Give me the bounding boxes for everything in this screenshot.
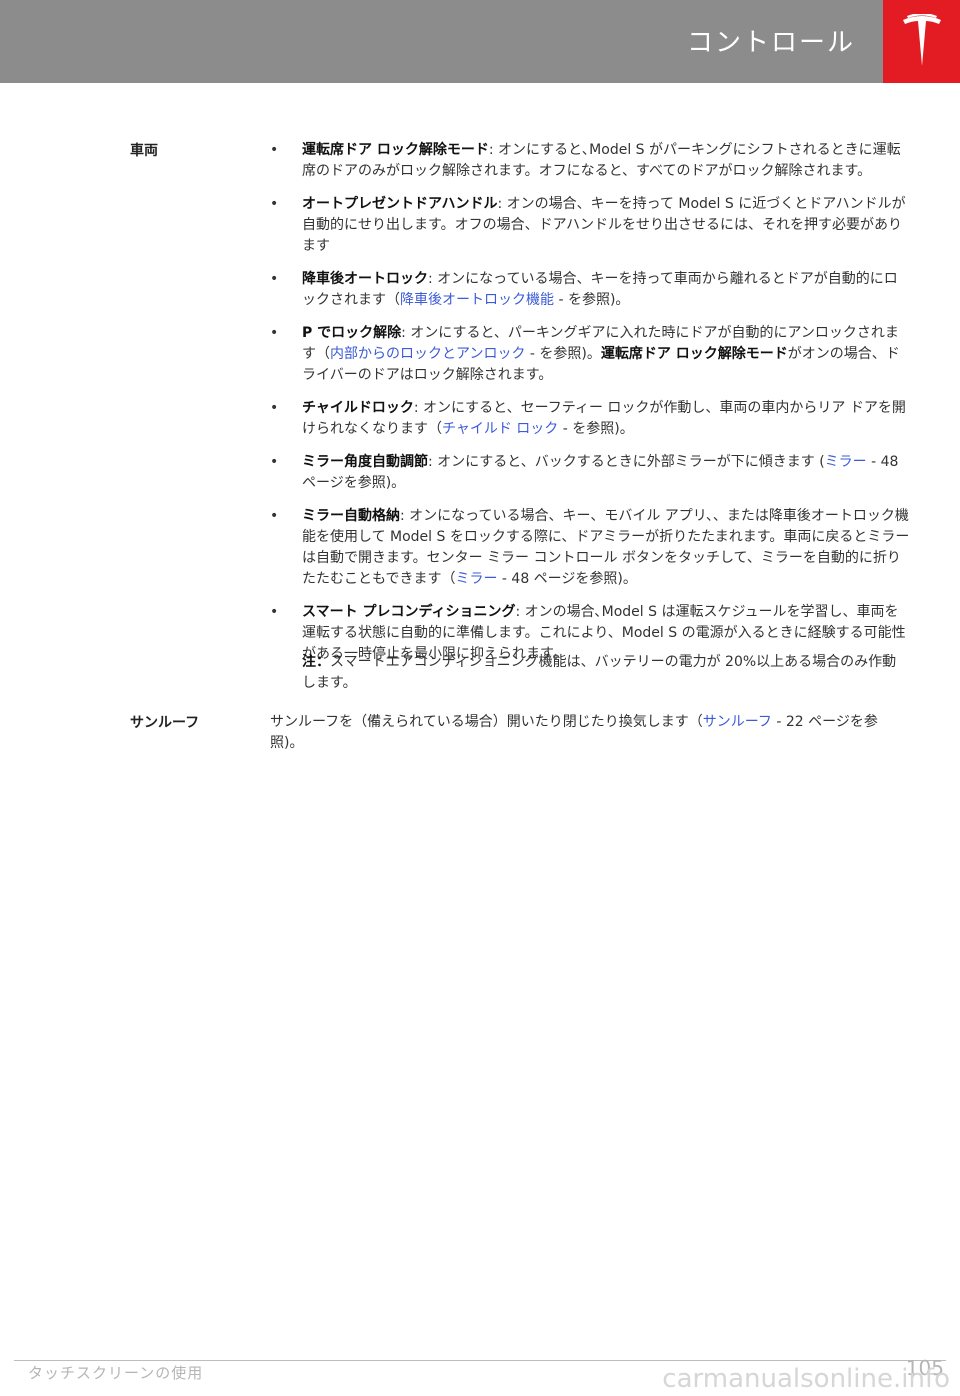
footer-section-name: タッチスクリーンの使用 bbox=[28, 1364, 204, 1382]
watermark: carmanualsonline.info bbox=[662, 1364, 950, 1394]
link-auto-lock[interactable]: 降車後オートロック機能 bbox=[400, 292, 554, 308]
list-item: • チャイルドロック: オンにすると、セーフティー ロックが作動し、車両の車内か… bbox=[270, 400, 906, 437]
footer-divider bbox=[14, 1360, 946, 1361]
list-item: • スマート プレコンディショニング: オンの場合､Model S は運転スケジ… bbox=[270, 604, 906, 662]
page-number: 105 bbox=[905, 1356, 944, 1380]
section-label-sunroof: サンルーフ bbox=[130, 715, 200, 731]
list-item: • P でロック解除: オンにすると、パーキングギアに入れた時にドアが自動的にア… bbox=[270, 325, 900, 383]
tesla-t-icon bbox=[903, 14, 941, 66]
sunroof-description: サンルーフを（備えられている場合）開いたり閉じたり換気します（サンルーフ - 2… bbox=[270, 714, 878, 751]
list-item: • ミラー角度自動調節: オンにすると、バックするときに外部ミラーが下に傾きます… bbox=[270, 454, 899, 491]
note-block: 注：スマートエアコンディショニング機能は、バッテリーの電力が 20%以上ある場合… bbox=[302, 652, 910, 694]
note-text: スマートエアコンディショニング機能は、バッテリーの電力が 20%以上ある場合のみ… bbox=[302, 654, 897, 691]
list-item: • 運転席ドア ロック解除モード: オンにすると､Model S がパーキングに… bbox=[270, 142, 901, 179]
brand-logo bbox=[883, 0, 960, 83]
link-child-lock[interactable]: チャイルド ロック bbox=[442, 421, 559, 437]
section-label-vehicle: 車両 bbox=[130, 143, 158, 159]
page-section-title: コントロール bbox=[686, 28, 855, 58]
note-label: 注： bbox=[302, 654, 330, 670]
list-item: • オートプレゼントドアハンドル: オンの場合、キーを持って Model S に… bbox=[270, 196, 906, 254]
vehicle-settings-list: • 運転席ドア ロック解除モード: オンにすると､Model S がパーキングに… bbox=[270, 140, 910, 677]
link-mirror-fold[interactable]: ミラー bbox=[455, 571, 498, 587]
link-sunroof[interactable]: サンルーフ bbox=[702, 714, 772, 730]
link-interior-lock[interactable]: 内部からのロックとアンロック bbox=[330, 346, 526, 362]
list-item: • 降車後オートロック: オンになっている場合、キーを持って車両から離れるとドア… bbox=[270, 271, 898, 308]
link-mirror[interactable]: ミラー bbox=[824, 454, 867, 470]
header-bar: コントロール bbox=[0, 0, 883, 83]
list-item: • ミラー自動格納: オンになっている場合、キー、モバイル アプリ、、または降車… bbox=[270, 508, 910, 587]
